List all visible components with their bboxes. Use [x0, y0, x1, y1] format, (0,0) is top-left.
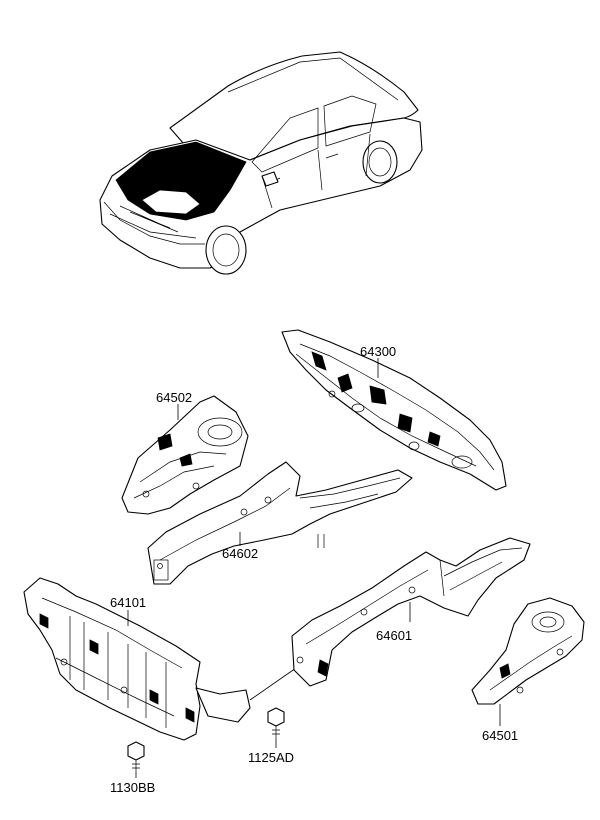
- leader-radiator-to-member: [249, 667, 297, 701]
- bolt-1125AD-icon: [267, 707, 285, 738]
- dash-panel-64300: [281, 329, 507, 491]
- part-label-64300: 64300: [360, 344, 396, 359]
- part-label-64501: 64501: [482, 728, 518, 743]
- part-label-64601: 64601: [376, 628, 412, 643]
- part-label-1130BB: 1130BB: [110, 780, 155, 795]
- radiator-support-64101: [23, 577, 251, 741]
- bolt-1130BB-icon: [127, 741, 145, 772]
- side-member-64601: [291, 537, 531, 687]
- side-member-64602: [147, 461, 413, 585]
- part-label-1125AD: 1125AD: [248, 750, 294, 765]
- car-overview-illustration: [99, 51, 423, 275]
- fender-apron-64501: [471, 597, 585, 705]
- fender-apron-64502: [121, 395, 249, 515]
- part-label-64602: 64602: [222, 546, 258, 561]
- part-label-64502: 64502: [156, 390, 192, 405]
- part-label-64101: 64101: [110, 595, 146, 610]
